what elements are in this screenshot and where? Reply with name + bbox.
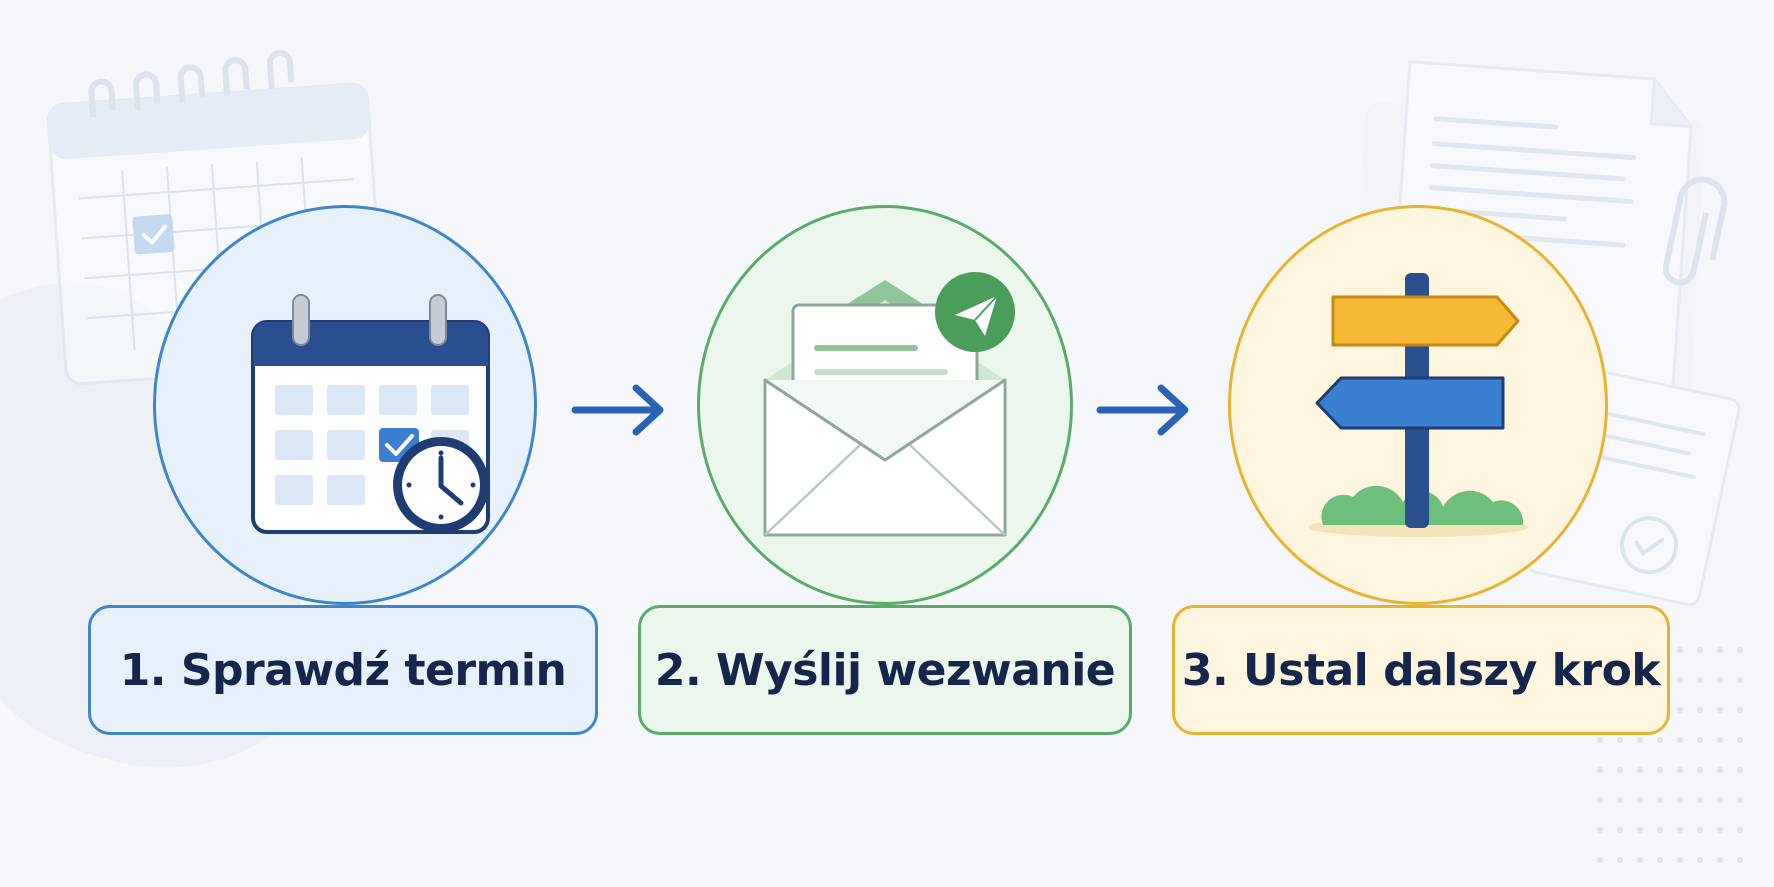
step-2-label: 2. Wyślij wezwanie	[638, 605, 1132, 735]
step-2-circle	[697, 205, 1073, 605]
step-3-label: 3. Ustal dalszy krok	[1172, 605, 1670, 735]
arrow-right-icon	[571, 384, 664, 436]
calendar-clock-icon	[251, 294, 490, 534]
signpost-icon	[1308, 273, 1528, 537]
step-3-circle	[1228, 205, 1608, 605]
envelope-send-icon	[763, 272, 1015, 537]
step-1-label: 1. Sprawdź termin	[88, 605, 598, 735]
arrow-right-icon	[1096, 384, 1189, 436]
step-1-circle	[153, 205, 537, 605]
